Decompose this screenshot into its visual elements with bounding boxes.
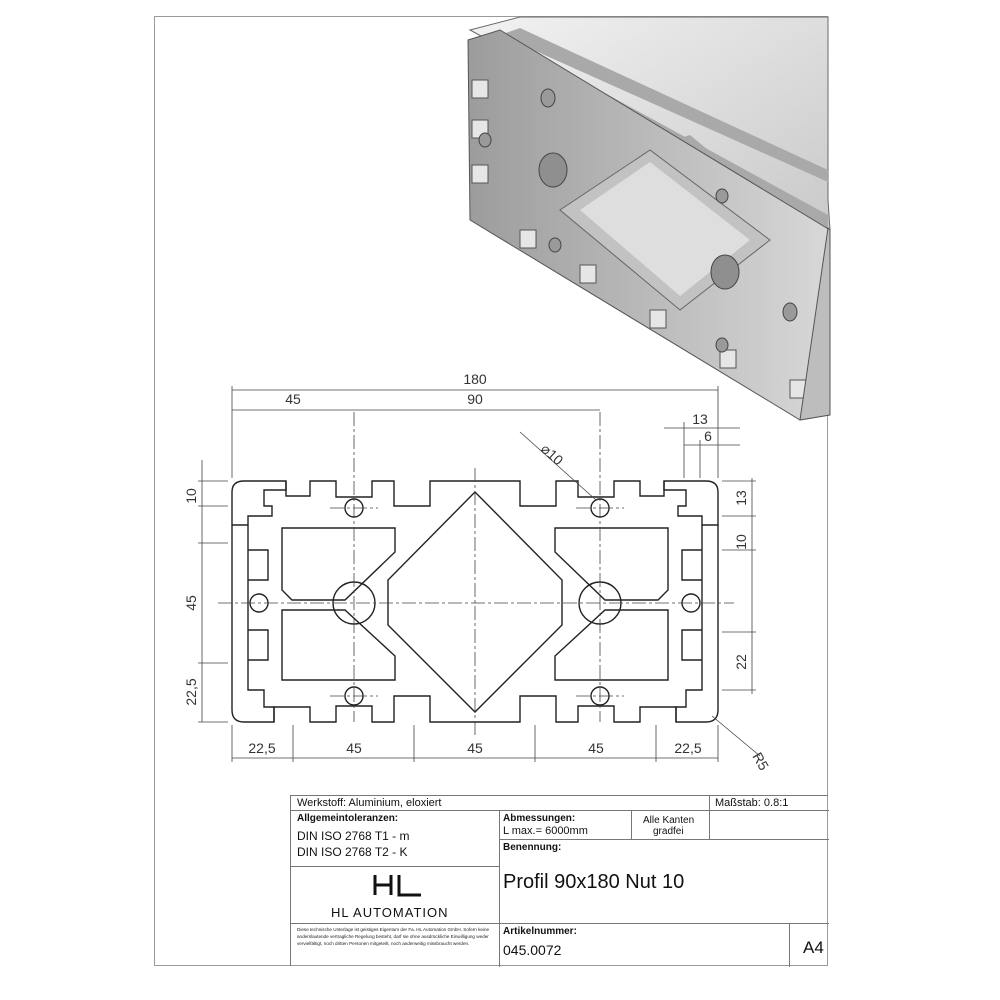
dim-radius: R5 (749, 750, 772, 774)
legal-notice: Diese technische Unterlage ist geistiges… (297, 927, 490, 946)
drawing-sheet-border (154, 16, 828, 966)
tolerance-2: DIN ISO 2768 T2 - K (297, 845, 408, 859)
part-name: Profil 90x180 Nut 10 (503, 871, 685, 893)
title-block: Werkstoff: Aluminium, eloxiert Maßstab: … (290, 795, 829, 967)
company-logo (371, 872, 425, 898)
dimensions-label: Abmessungen: (503, 813, 576, 824)
dim-left-45: 45 (183, 595, 199, 611)
dim-hole-diameter: ⌀10 (538, 440, 567, 468)
sheet-format: A4 (803, 938, 824, 957)
dim-right-22: 22 (733, 654, 749, 670)
company-name: HL AUTOMATION (331, 905, 449, 920)
article-number: 045.0072 (503, 942, 562, 958)
scale: Maßstab: 0.8:1 (715, 797, 789, 809)
dim-first-offset: 45 (285, 391, 301, 407)
dim-bottom-45-b: 45 (467, 740, 483, 756)
dim-bottom-22-5-left: 22,5 (248, 740, 275, 756)
length-max: L max.= 6000mm (503, 825, 588, 837)
tolerances-label: Allgemeintoleranzen: (297, 813, 399, 824)
edges-line1: Alle Kanten (643, 815, 695, 826)
name-label: Benennung: (503, 842, 562, 853)
article-label: Artikelnummer: (503, 926, 577, 937)
dim-overall-width: 180 (463, 371, 487, 387)
dim-right-10: 10 (733, 534, 749, 550)
tolerance-1: DIN ISO 2768 T1 - m (297, 829, 410, 843)
dim-bottom-22-5-right: 22,5 (674, 740, 701, 756)
dim-slot-total: 13 (692, 411, 708, 427)
material: Werkstoff: Aluminium, eloxiert (297, 797, 442, 809)
dim-left-22-5: 22,5 (183, 678, 199, 705)
dim-bottom-45-c: 45 (588, 740, 604, 756)
dim-left-10: 10 (183, 488, 199, 504)
dim-half-width: 90 (467, 391, 483, 407)
dim-right-13: 13 (733, 490, 749, 506)
dim-bottom-45-a: 45 (346, 740, 362, 756)
dim-slot-inner: 6 (704, 428, 712, 444)
edges-line2: gradfei (653, 826, 684, 837)
